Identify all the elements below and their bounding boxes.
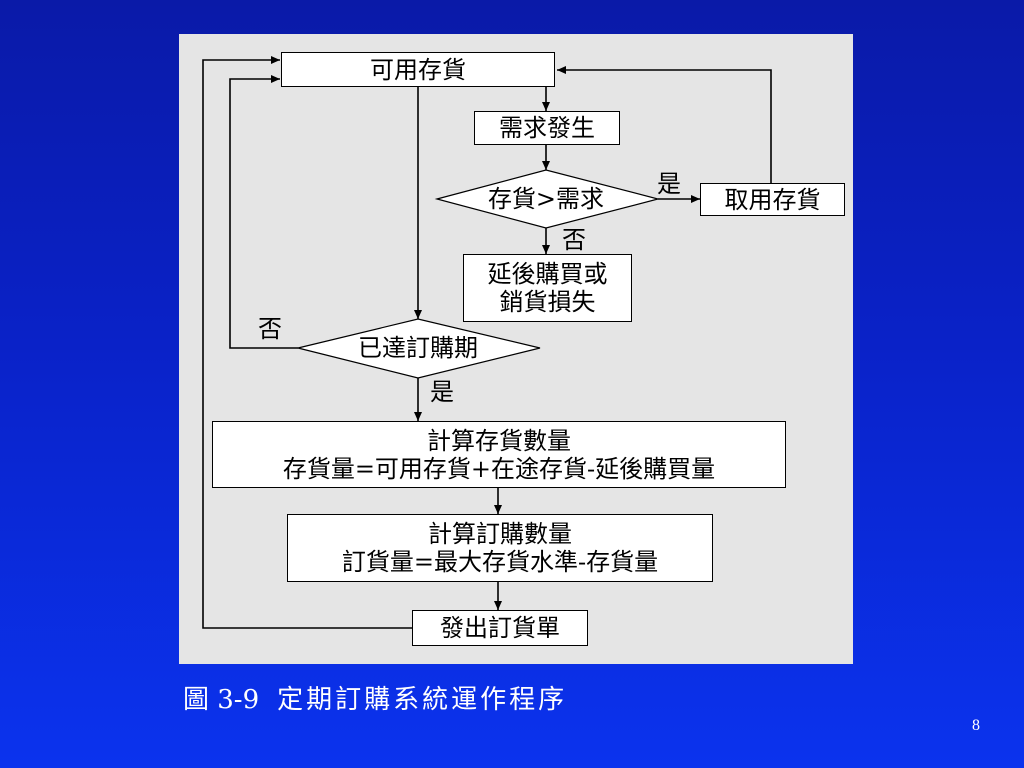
figure-caption: 圖 3-9 定期訂購系統運作程序	[183, 684, 567, 716]
arrow-take-stock-to-stock	[557, 66, 772, 183]
edge-label-no-loop-back: 否	[258, 315, 282, 343]
decision-diamond-stock-vs-demand	[434, 169, 661, 229]
node-available-stock-text: 可用存貨	[370, 55, 466, 84]
node-backorder-line2: 銷貨損失	[499, 288, 596, 316]
edge-label-yes-compute: 是	[430, 378, 454, 406]
node-backorder-or-lost-sales: 延後購買或 銷貨損失	[463, 254, 632, 322]
node-demand-occurs-text: 需求發生	[499, 114, 595, 142]
decision-order-period-text: 已達訂購期	[358, 334, 478, 362]
node-compute-stock-title: 計算存貨數量	[427, 426, 571, 455]
node-issue-order-text: 發出訂貨單	[440, 614, 560, 642]
node-available-stock: 可用存貨	[281, 52, 555, 87]
arrow-issue-loop-back	[202, 56, 412, 629]
node-compute-stock: 計算存貨數量 存貨量=可用存貨+在途存貨-延後購買量	[212, 421, 786, 488]
edge-label-yes-take-stock: 是	[657, 170, 681, 198]
node-compute-order-formula: 訂貨量=最大存貨水準-存貨量	[341, 548, 659, 576]
figure-number: 圖 3-9	[183, 685, 260, 715]
node-compute-stock-formula: 存貨量=可用存貨+在途存貨-延後購買量	[282, 454, 716, 483]
figure-title: 定期訂購系統運作程序	[277, 685, 568, 715]
node-take-stock: 取用存貨	[700, 183, 845, 216]
node-issue-order: 發出訂貨單	[412, 610, 588, 646]
node-compute-order: 計算訂購數量 訂貨量=最大存貨水準-存貨量	[287, 514, 713, 582]
arrow-order-period-no-loop	[229, 75, 298, 349]
node-take-stock-text: 取用存貨	[724, 185, 821, 214]
node-compute-order-title: 計算訂購數量	[428, 520, 572, 548]
decision-diamond-order-period	[297, 318, 541, 379]
page-number: 8	[972, 717, 980, 734]
edge-label-no-backorder: 否	[562, 226, 586, 254]
decision-stock-vs-demand-text: 存貨>需求	[487, 185, 605, 213]
node-demand-occurs: 需求發生	[474, 111, 620, 145]
node-backorder-line1: 延後購買或	[487, 260, 608, 288]
